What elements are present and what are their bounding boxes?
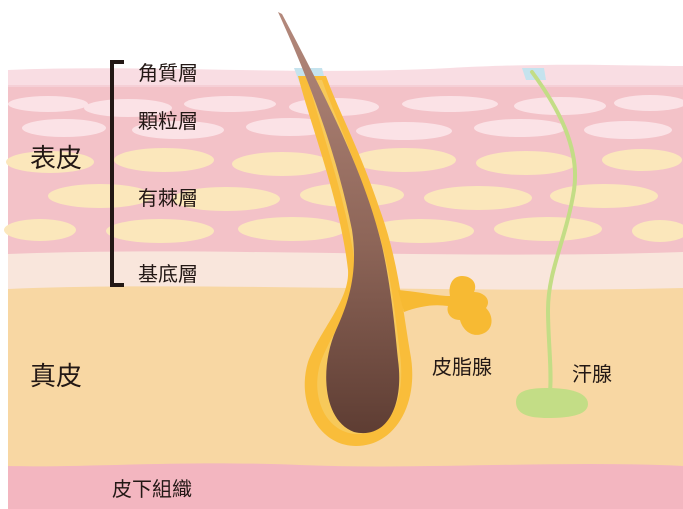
basal-layer [8, 248, 683, 290]
subcutis-layer [8, 459, 683, 509]
label-stratum-granulosum: 顆粒層 [138, 111, 198, 131]
corneum-layer [8, 65, 683, 86]
label-stratum-corneum: 角質層 [138, 63, 198, 83]
label-subcutis: 皮下組織 [112, 479, 192, 499]
label-sweat-gland: 汗腺 [572, 364, 612, 384]
label-dermis: 真皮 [30, 364, 82, 390]
label-stratum-basale: 基底層 [138, 264, 198, 284]
label-stratum-spinosum: 有棘層 [138, 188, 198, 208]
label-epidermis: 表皮 [30, 146, 82, 172]
label-sebaceous-gland: 皮脂腺 [432, 357, 492, 377]
sweat-gland [516, 388, 588, 418]
